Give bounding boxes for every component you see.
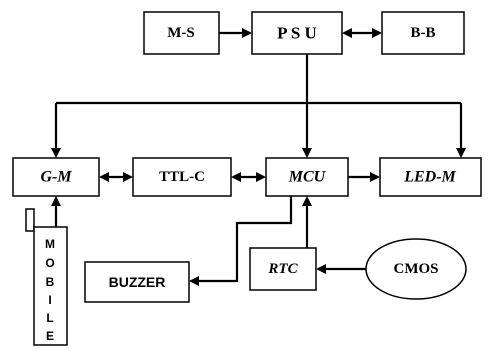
- psu-label: P S U: [277, 24, 317, 43]
- mcu-to-buzzer-arrow: [189, 196, 293, 286]
- mcu-label: MCU: [288, 169, 327, 186]
- ttlc-block: TTL-C: [132, 157, 232, 197]
- gm-block: G-M: [12, 157, 100, 197]
- buzzer-block: BUZZER: [84, 261, 190, 303]
- mobile-letter: I: [48, 293, 51, 307]
- mobile-letter: B: [46, 275, 55, 289]
- ms-block: M-S: [143, 11, 220, 55]
- ledm-label: LED-M: [403, 169, 456, 186]
- cmos-label: CMOS: [394, 261, 439, 277]
- mobile-block: M O B I L E: [25, 208, 68, 346]
- bb-label: B-B: [410, 25, 435, 41]
- mobile-letter: O: [45, 256, 54, 270]
- cmos-block: CMOS: [365, 238, 467, 300]
- ledm-block: LED-M: [379, 157, 482, 197]
- mobile-letter: E: [46, 329, 54, 343]
- rtc-label: RTC: [267, 261, 298, 277]
- psu-block: P S U: [251, 11, 343, 55]
- ms-label: M-S: [167, 25, 195, 41]
- rtc-block: RTC: [249, 247, 317, 291]
- ttlc-label: TTL-C: [159, 169, 205, 185]
- bb-block: B-B: [381, 11, 465, 55]
- buzzer-label: BUZZER: [109, 274, 166, 290]
- mobile-letter: M: [45, 237, 55, 251]
- mcu-block: MCU: [265, 157, 349, 197]
- mobile-letter: L: [46, 311, 53, 325]
- gm-label: G-M: [40, 169, 72, 186]
